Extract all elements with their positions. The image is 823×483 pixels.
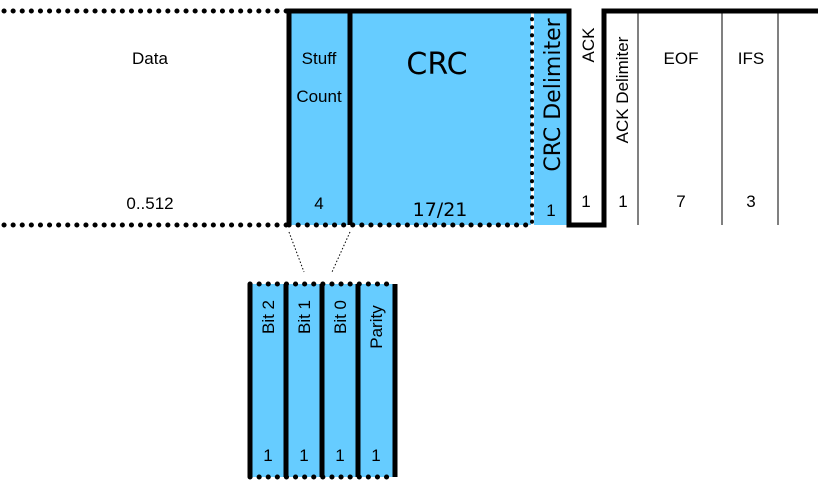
- bit1-bits: 1: [299, 446, 308, 465]
- bit0-label: Bit 0: [331, 300, 350, 334]
- bit2-label: Bit 2: [259, 300, 278, 334]
- data-label: Data: [132, 49, 168, 68]
- data-bits: 0..512: [126, 194, 173, 213]
- crc-label: CRC: [406, 47, 467, 82]
- ack-bits: 1: [581, 192, 590, 211]
- eof-label: EOF: [664, 49, 699, 68]
- eof-bits: 7: [676, 192, 685, 211]
- crc-bits: 17/21: [413, 199, 468, 221]
- ack-delimiter-bits: 1: [618, 192, 627, 211]
- parity-label: Parity: [367, 305, 386, 349]
- parity-bits: 1: [371, 446, 380, 465]
- ack-waveform: [532, 8, 818, 228]
- stuff-count-label-line2: Count: [296, 87, 342, 106]
- bit1-label: Bit 1: [295, 300, 314, 334]
- bit2-bits: 1: [263, 446, 272, 465]
- crc-delimiter-label: CRC Delimiter: [541, 17, 566, 171]
- zoom-connector-left: [288, 231, 305, 273]
- crc-field: [350, 11, 531, 225]
- stuff-count-label-line1: Stuff: [302, 49, 337, 68]
- stuff-count-bits: 4: [314, 194, 323, 213]
- bit0-bits: 1: [335, 446, 344, 465]
- ifs-bits: 3: [746, 192, 755, 211]
- crc-delimiter-field: [534, 11, 569, 225]
- crc-delimiter-bits: 1: [546, 201, 555, 220]
- stuff-count-field: [289, 11, 350, 225]
- ack-delimiter-label: ACK Delimiter: [613, 36, 632, 143]
- zoom-connector-right: [331, 231, 351, 273]
- ifs-label: IFS: [738, 49, 764, 68]
- stuff-crc-outline: [286, 8, 532, 225]
- ack-label: ACK: [579, 27, 598, 63]
